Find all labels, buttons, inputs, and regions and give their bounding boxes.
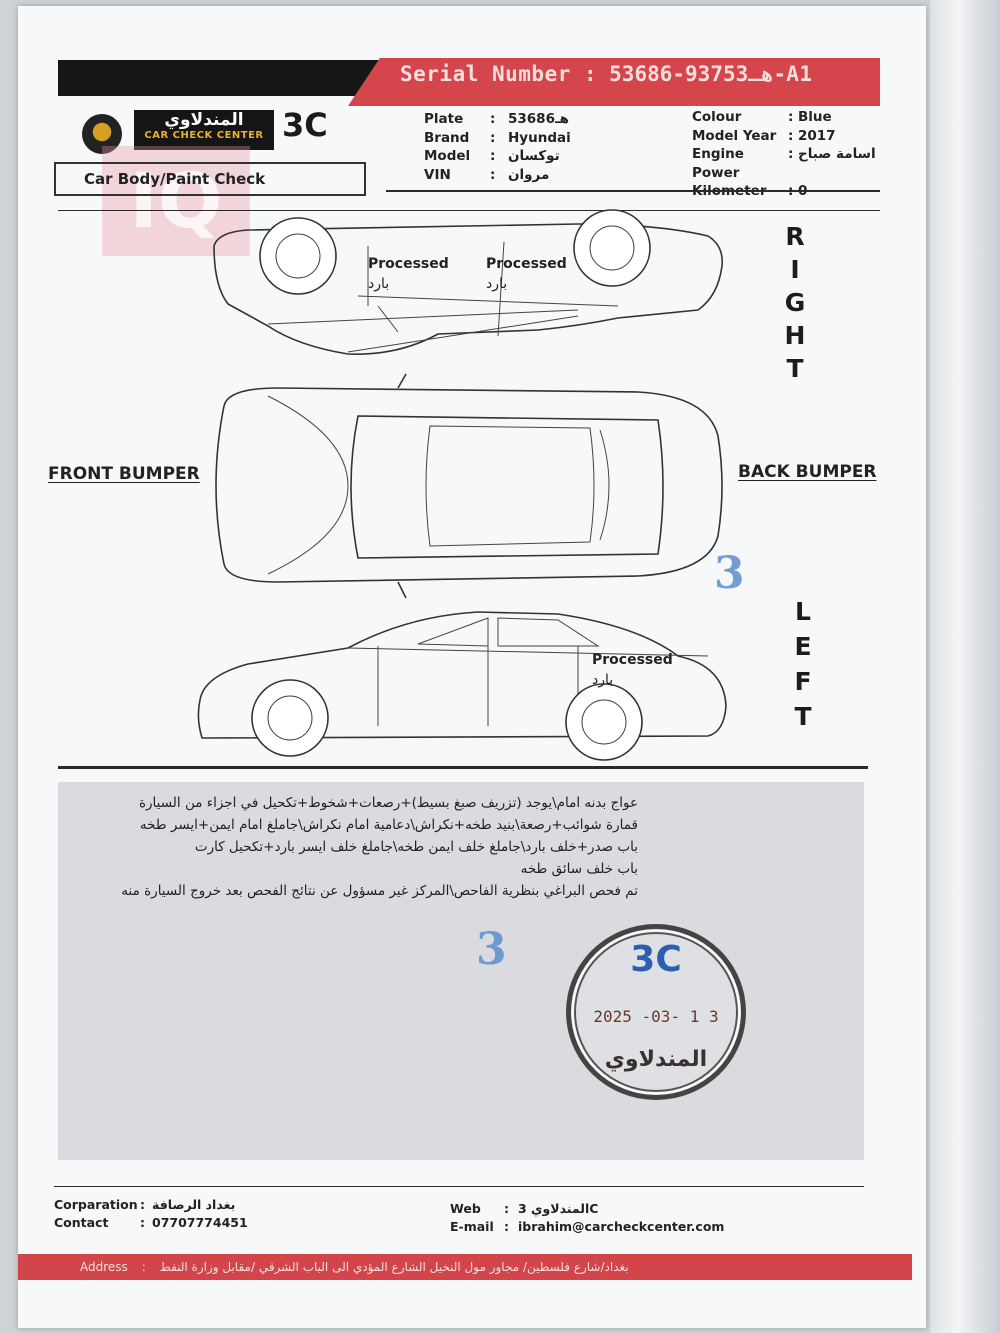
info-label: VIN — [424, 166, 451, 183]
info-row-brand: Brand:Hyundai — [424, 129, 571, 146]
footer-left: Corparation:بغداد الرصافة Contact:077077… — [54, 1196, 248, 1232]
handwritten-mark: 3 — [714, 548, 745, 599]
car-top-view — [215, 373, 723, 599]
watermark: IQ — [102, 146, 250, 256]
info-label: Brand — [424, 129, 470, 146]
back-bumper-label: BACK BUMPER — [738, 462, 877, 482]
vehicle-info-right: Colour:Blue Model Year:2017 Engine Power… — [692, 108, 876, 201]
letter: R — [785, 222, 805, 251]
letter: H — [784, 321, 806, 350]
processed-text: Processed — [592, 652, 673, 668]
note-line: قمارة شوائب+رصعة\بنيد طخه+نكراش\دعامية ا… — [139, 817, 638, 833]
info-label: Model — [424, 148, 471, 164]
notes-text: عواج بدنه امام\يوجد (تزريف صبغ بسيط)+رصع… — [78, 792, 638, 902]
logo-english-name: CAR CHECK CENTER — [144, 130, 264, 141]
header-red-band — [348, 58, 880, 106]
footer-label: E-mail — [450, 1219, 494, 1234]
info-value: هـ53686 — [508, 111, 569, 127]
info-row-model: Model:توكسان — [424, 148, 560, 164]
footer-divider — [54, 1186, 864, 1187]
stamp-date: 2025 -03- 1 3 — [593, 1007, 719, 1026]
processed-text: Processed — [486, 256, 567, 272]
info-row-vin: VIN:مروان — [424, 166, 550, 183]
section-title: Car Body/Paint Check — [54, 162, 366, 196]
info-value: توكسان — [508, 148, 560, 164]
info-row-engine-power: Engine Power:اسامة صباح — [692, 146, 876, 181]
header-divider — [386, 190, 880, 192]
footer-value: بغداد الرصافة — [152, 1197, 236, 1212]
info-value: Hyundai — [508, 129, 571, 146]
letter: T — [794, 702, 812, 731]
logo-emblem-icon — [82, 114, 122, 154]
info-value: اسامة صباح — [798, 146, 876, 162]
processed-arabic: بارد — [486, 276, 508, 292]
info-row-colour: Colour:Blue — [692, 109, 832, 125]
info-row-model-year: Model Year:2017 — [692, 127, 836, 144]
footer-label: Contact — [54, 1215, 109, 1230]
footer-value: 07707774451 — [152, 1215, 248, 1230]
vehicle-info-left: Plate:هـ53686 Brand:Hyundai Model:توكسان… — [424, 110, 571, 184]
footer-value[interactable]: ibrahim@carcheckcenter.com — [518, 1219, 725, 1234]
footer-contact: Contact:07707774451 — [54, 1215, 248, 1230]
page-edge-background — [930, 0, 1000, 1333]
inspection-stamp: 3C 2025 -03- 1 3 المندلاوي — [566, 924, 746, 1100]
letter: I — [790, 255, 800, 284]
diagram-divider — [58, 766, 868, 769]
serial-value: هـ93753-53686-A1 — [609, 62, 813, 86]
footer-corporation: Corparation:بغداد الرصافة — [54, 1197, 236, 1212]
logo-arabic-name: المندلاوي — [164, 110, 244, 130]
footer-web: Web:المندلاوي 3C — [450, 1201, 599, 1216]
serial-number: Serial Number : هـ93753-53686-A1 — [400, 62, 812, 86]
car-body-diagram — [197, 209, 727, 761]
processed-arabic: بارد — [592, 672, 614, 688]
processed-arabic: بارد — [368, 276, 390, 292]
info-row-plate: Plate:هـ53686 — [424, 111, 569, 127]
letter: L — [795, 597, 811, 626]
info-label: Model Year — [692, 127, 777, 144]
footer-label: Corparation — [54, 1197, 138, 1212]
info-value: مروان — [508, 166, 550, 183]
processed-text: Processed — [368, 256, 449, 272]
logo-name-box: المندلاوي CAR CHECK CENTER — [134, 110, 274, 150]
processed-mark-rear-quarter: Processed بارد — [592, 650, 673, 690]
info-label: Colour — [692, 109, 742, 125]
footer-right: Web:المندلاوي 3C E-mail:ibrahim@carcheck… — [450, 1200, 724, 1236]
address-value: بغداد/شارع فلسطين/ مجاور مول النخيل الشا… — [159, 1260, 629, 1274]
info-label: Engine Power — [692, 146, 744, 181]
processed-mark-front-door: Processed بارد — [368, 254, 449, 294]
processed-mark-rear-door: Processed بارد — [486, 254, 567, 294]
right-side-label: R I G H T — [780, 220, 810, 385]
info-label: Plate — [424, 111, 464, 127]
letter: G — [784, 288, 806, 317]
address-bar: Address: بغداد/شارع فلسطين/ مجاور مول ال… — [18, 1254, 912, 1280]
notes-area: عواج بدنه امام\يوجد (تزريف صبغ بسيط)+رصع… — [58, 782, 864, 1160]
car-right-side-view — [213, 209, 724, 355]
footer-value: المندلاوي 3C — [518, 1201, 599, 1216]
footer-email: E-mail:ibrahim@carcheckcenter.com — [450, 1219, 725, 1234]
stamp-brand: 3C — [630, 939, 682, 980]
letter: T — [786, 354, 804, 383]
header-black-band — [58, 60, 398, 96]
letter: F — [794, 667, 812, 696]
inspection-report-sheet: Serial Number : هـ93753-53686-A1 المندلاو… — [18, 6, 926, 1328]
section-divider — [58, 210, 880, 211]
stamp-name: المندلاوي — [604, 1047, 708, 1072]
logo-brand-mark: 3C — [282, 106, 328, 144]
note-line: عواج بدنه امام\يوجد (تزريف صبغ بسيط)+رصع… — [138, 795, 638, 811]
address-label: Address — [80, 1260, 128, 1274]
letter: E — [794, 632, 812, 661]
info-value: 2017 — [798, 127, 836, 144]
left-side-label: L E F T — [788, 594, 818, 734]
handwritten-mark: 3 — [476, 924, 507, 975]
front-bumper-label: FRONT BUMPER — [48, 464, 200, 484]
info-value: Blue — [798, 109, 832, 125]
footer-label: Web — [450, 1201, 481, 1216]
serial-label: Serial Number : — [400, 62, 598, 86]
note-line: باب خلف سائق طخه — [520, 861, 638, 877]
note-line: باب صدر+خلف بارد\جاملغ خلف ايمن طخه\جامل… — [194, 839, 638, 855]
car-left-side-view — [197, 611, 727, 761]
note-line: تم فحص البراغي بنظرية الفاحص\المركز غير … — [121, 883, 638, 899]
